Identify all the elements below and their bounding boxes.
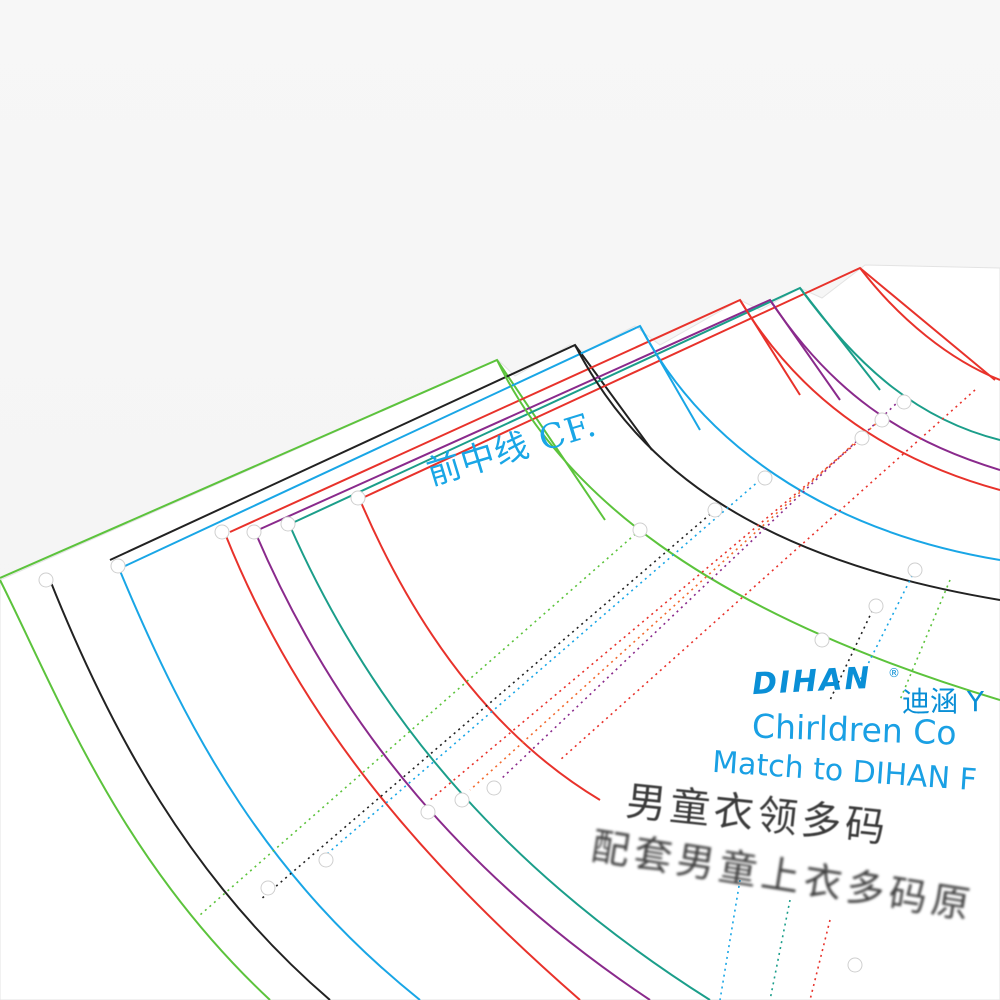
curve-ur-purple <box>769 299 1000 471</box>
dotted-guides <box>199 389 976 1000</box>
brand-chinese-name: 迪涵 Y <box>902 685 985 718</box>
title-english-line-1: Chirldren Co <box>751 706 958 753</box>
curve-blue <box>117 565 421 1000</box>
punch-holes <box>38 394 923 973</box>
curve-ur-teal <box>799 287 1000 441</box>
curve-green <box>0 579 271 1000</box>
curve-ur-black <box>574 344 1000 601</box>
curve-purple <box>255 533 651 1000</box>
curve-ur-green <box>496 359 1000 701</box>
curve-red <box>225 535 581 1000</box>
curve-ur-blue <box>639 325 1000 561</box>
curve-red-inner <box>359 499 601 801</box>
curve-black <box>49 579 331 1000</box>
curve-ur-red-2 <box>859 267 1000 381</box>
curve-ur-red <box>739 299 1000 491</box>
brand-logo: DIHAN <box>751 660 873 703</box>
registered-mark: ® <box>888 666 900 680</box>
